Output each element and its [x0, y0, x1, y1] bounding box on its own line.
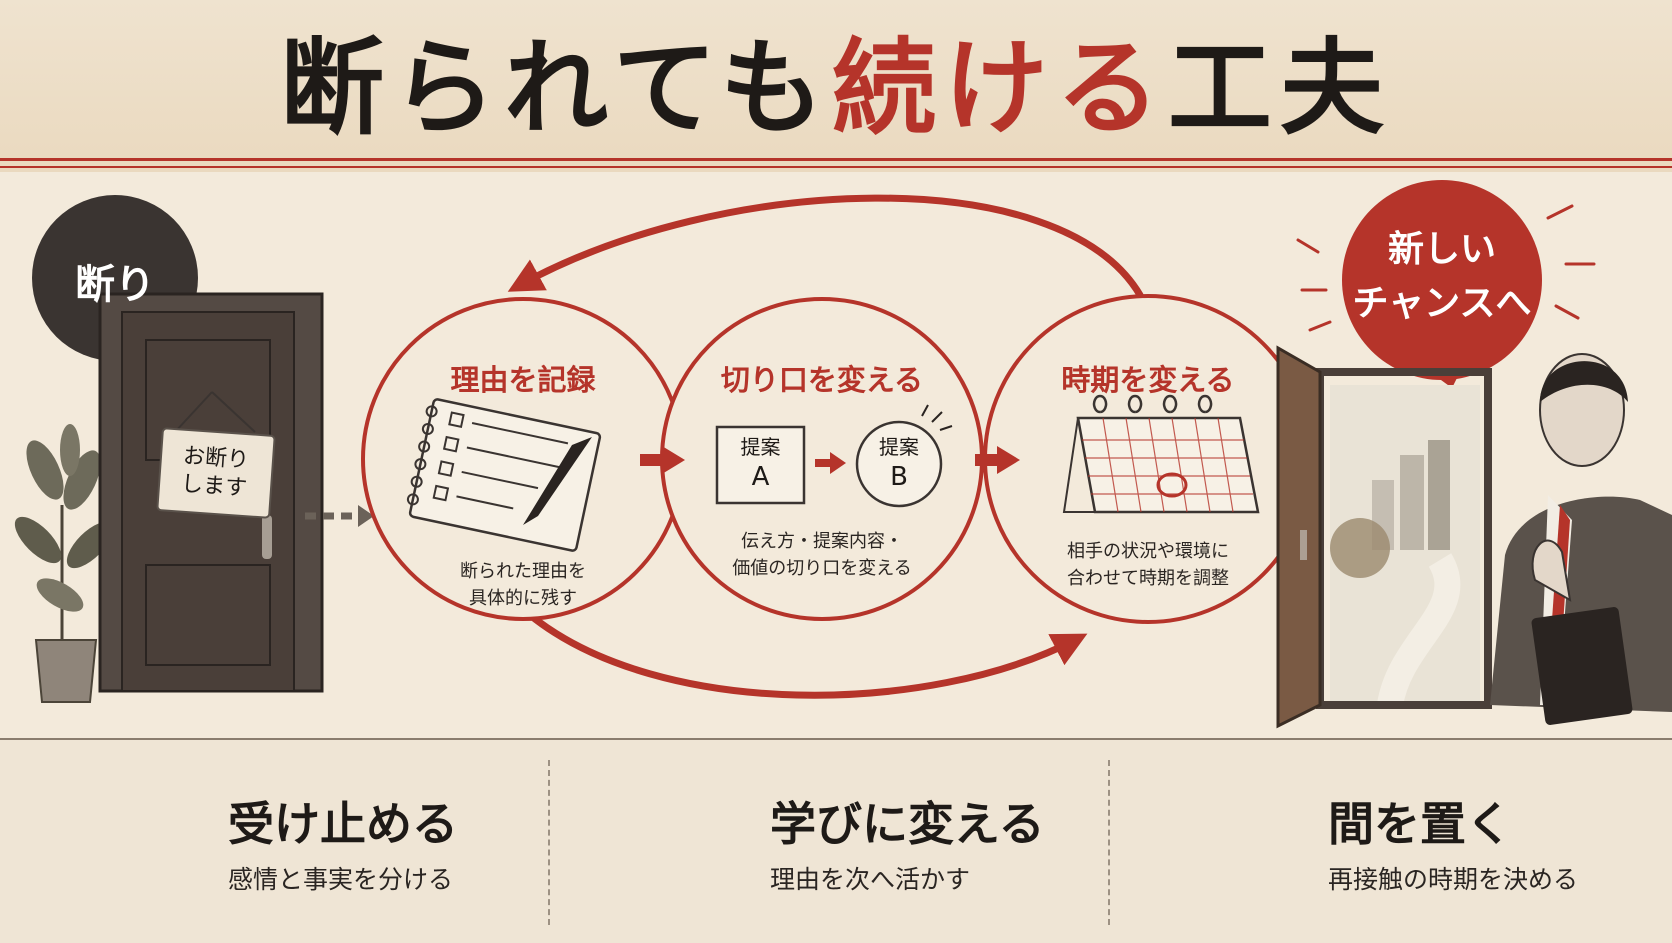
proposal-a-word: 提案 [740, 435, 781, 459]
step2-desc: 伝え方・提案内容・ 価値の切り口を変える [682, 528, 962, 582]
arrow-step2-to-step3 [975, 446, 1020, 474]
title-part2-highlight: 続ける [831, 26, 1168, 149]
header-rule-thin [0, 166, 1672, 168]
right-bubble-line2: チャンスへ [1352, 282, 1532, 324]
proposal-b-letter: B [890, 462, 908, 492]
tip-separator-1 [548, 760, 550, 925]
calendar-icon [1062, 394, 1260, 514]
step3-desc-line1: 相手の状況や環境に [1067, 541, 1229, 562]
tips-panel: 受け止める 感情と事実を分ける 学びに変える 理由を次へ活かす 間を置く 再接触… [0, 738, 1672, 943]
step1-desc-line1: 断られた理由を [460, 561, 586, 582]
notebook-pen-icon [406, 398, 602, 552]
tip-separator-2 [1108, 760, 1110, 925]
tip1-desc: 感情と事実を分ける [228, 865, 454, 894]
step1-title: 理由を記録 [450, 363, 596, 397]
small-arrow-icon [815, 452, 846, 474]
step3-desc-line2: 合わせて時期を調整 [1067, 568, 1229, 589]
proposal-b-label: 提案 B [857, 432, 941, 492]
step1-desc-line2: 具体的に残す [469, 588, 577, 609]
businessman-icon [1490, 353, 1672, 725]
proposal-a-letter: A [751, 462, 770, 492]
step2-desc-line2: 価値の切り口を変える [732, 558, 912, 579]
tip2-title: 学びに変える [770, 797, 1045, 851]
title-part1: 断られても [280, 26, 832, 149]
tip3-title: 間を置く [1328, 797, 1512, 851]
left-bubble-label: 断り [75, 261, 155, 308]
proposal-b-word: 提案 [879, 435, 919, 459]
proposal-a-box-icon [715, 425, 806, 505]
right-bubble-label: 新しい チャンスへ [1342, 222, 1542, 330]
step3-title: 時期を変える [1061, 363, 1235, 397]
step1-desc: 断られた理由を 具体的に残す [383, 558, 663, 612]
step3-desc: 相手の状況や環境に 合わせて時期を調整 [1008, 538, 1288, 592]
arrow-step1-to-step2 [640, 446, 685, 474]
proposal-b-circle-icon [855, 404, 953, 508]
tip2-desc: 理由を次へ活かす [770, 865, 971, 894]
title-part3: 工夫 [1167, 26, 1392, 149]
door-sign-text: お断り します [163, 442, 267, 505]
open-door-icon [1276, 345, 1492, 729]
tip3-desc: 再接触の時期を決める [1328, 865, 1579, 894]
step2-title: 切り口を変える [720, 363, 924, 397]
loop-arrow-bottom [526, 611, 1088, 699]
loop-arrow-top [507, 194, 1144, 299]
step2-desc-line1: 伝え方・提案内容・ [741, 531, 903, 552]
page-title: 断られても続ける工夫 [0, 28, 1672, 148]
proposal-a-label: 提案 A [717, 432, 804, 492]
header-band: 断られても続ける工夫 [0, 0, 1672, 172]
right-bubble-line1: 新しい [1387, 228, 1496, 270]
closed-door-icon [98, 292, 324, 693]
tip1-title: 受け止める [228, 797, 458, 851]
header-rule [0, 158, 1672, 161]
right-speech-bubble [1296, 180, 1596, 388]
